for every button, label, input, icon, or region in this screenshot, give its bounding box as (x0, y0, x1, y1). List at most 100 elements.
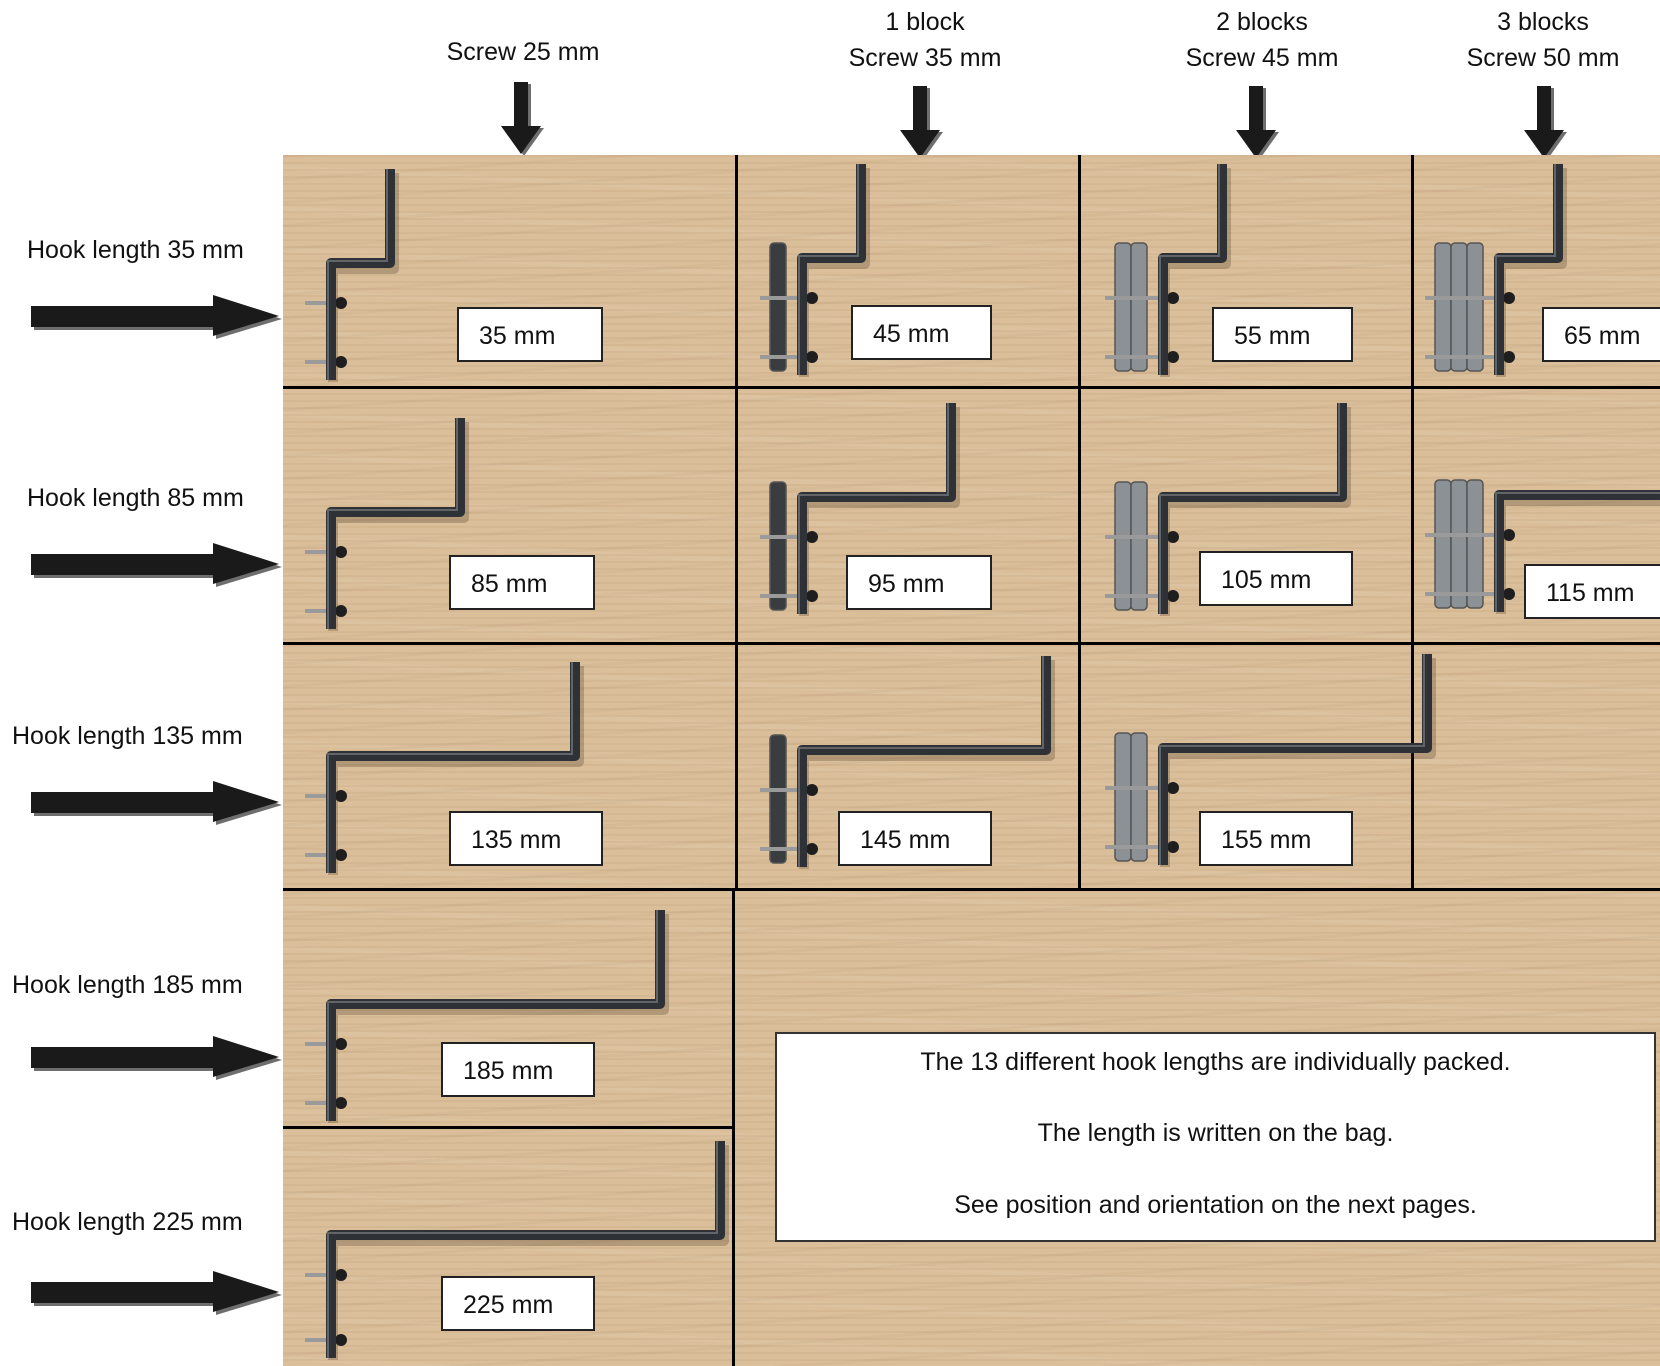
hook-length-label: 185 mm (441, 1042, 595, 1097)
screw-head (335, 605, 347, 617)
screw-head (335, 297, 347, 309)
hook-highlight (327, 169, 388, 380)
spacer-block (1114, 242, 1132, 372)
spacer-block (1130, 242, 1148, 372)
column-header-1-block: 1 block Screw 35 mm (825, 4, 1025, 76)
hook-image (1425, 164, 1567, 377)
right-arrow-icon (31, 295, 282, 339)
hook-length-label: 135 mm (449, 811, 603, 866)
hook-length-label: 55 mm (1212, 307, 1353, 362)
hook-image (305, 910, 669, 1123)
hook-bar (1494, 490, 1660, 612)
hook-bar (1494, 164, 1563, 375)
column-header-line1: 3 blocks (1497, 8, 1589, 36)
spacer-block (769, 242, 787, 372)
hook-highlight (798, 403, 949, 614)
screw-head (335, 1097, 347, 1109)
row-label-hook-35: Hook length 35 mm (27, 236, 244, 264)
spacer-block (1450, 242, 1468, 372)
info-line-bag: The length is written on the bag. (1037, 1119, 1394, 1147)
row-label-hook-225: Hook length 225 mm (12, 1208, 243, 1236)
column-header-line1: 2 blocks (1216, 8, 1308, 36)
hook-highlight (1159, 654, 1425, 865)
hook-length-label: 145 mm (838, 811, 992, 866)
spacer-block (1466, 479, 1484, 609)
hook-bar (797, 403, 956, 614)
hook-bar (326, 1141, 725, 1358)
down-arrow-icon (900, 86, 943, 160)
screw-head (1503, 529, 1515, 541)
spacer-block (769, 481, 787, 611)
hook-bar (797, 656, 1051, 867)
info-note-box: The 13 different hook lengths are indivi… (775, 1032, 1656, 1242)
column-header-line2: Screw 50 mm (1466, 44, 1620, 72)
screw-head (1503, 588, 1515, 600)
row-label-hook-185: Hook length 185 mm (12, 971, 243, 999)
screw-head (1167, 531, 1179, 543)
screw-head (335, 356, 347, 368)
screw-head (806, 531, 818, 543)
screw-head (335, 1269, 347, 1281)
hook-length-label: 155 mm (1199, 811, 1353, 866)
grid-divider (735, 155, 738, 891)
hook-image (760, 403, 960, 616)
screw-head (1167, 590, 1179, 602)
hook-highlight (1159, 164, 1220, 375)
column-header-3-blocks: 3 blocks Screw 50 mm (1443, 4, 1643, 76)
hook-length-label: 115 mm (1524, 564, 1660, 619)
hook-highlight (327, 1141, 718, 1358)
hook-length-label: 95 mm (846, 555, 992, 610)
hook-image (305, 418, 469, 631)
hook-highlight (1159, 403, 1340, 614)
hook-highlight (798, 656, 1044, 867)
hook-image (1105, 403, 1351, 616)
hook-image (305, 1141, 729, 1360)
grid-divider (1411, 155, 1414, 891)
down-arrow-icon (501, 82, 544, 156)
hook-highlight (798, 164, 859, 375)
spacer-block (769, 734, 787, 864)
hook-highlight (327, 418, 458, 629)
screw-head (1503, 351, 1515, 363)
hook-length-label: 225 mm (441, 1276, 595, 1331)
screw-head (335, 546, 347, 558)
grid-divider (283, 642, 1660, 645)
grid-divider (283, 386, 1660, 389)
right-arrow-icon (31, 1271, 282, 1315)
hook-highlight (1495, 492, 1660, 612)
screw-head (806, 843, 818, 855)
spacer-block (1450, 479, 1468, 609)
screw-head (1167, 292, 1179, 304)
row-label-hook-135: Hook length 135 mm (12, 722, 243, 750)
down-arrow-icon (1236, 86, 1279, 160)
spacer-block (1114, 732, 1132, 862)
screw-head (1503, 292, 1515, 304)
right-arrow-icon (31, 1036, 282, 1080)
screw-head (1167, 351, 1179, 363)
screw-head (1167, 841, 1179, 853)
screw-head (806, 590, 818, 602)
hook-image (760, 164, 870, 377)
hook-bar (326, 910, 665, 1121)
hook-length-label: 105 mm (1199, 551, 1353, 606)
hook-image (1105, 164, 1231, 377)
screw-head (1167, 782, 1179, 794)
info-line-packed: The 13 different hook lengths are indivi… (920, 1048, 1511, 1076)
column-header-screw-25: Screw 25 mm (423, 34, 623, 70)
column-header-line2: Screw 25 mm (446, 38, 600, 66)
hook-image (305, 169, 399, 382)
spacer-block (1434, 242, 1452, 372)
screw-head (335, 1334, 347, 1346)
hook-image (305, 662, 584, 875)
column-header-2-blocks: 2 blocks Screw 45 mm (1162, 4, 1362, 76)
hook-bar (326, 662, 580, 873)
grid-divider (283, 1126, 735, 1129)
grid-divider (283, 888, 1660, 891)
grid-divider (1078, 155, 1081, 891)
spacer-block (1434, 479, 1452, 609)
hook-highlight (327, 910, 658, 1121)
column-header-line2: Screw 35 mm (848, 44, 1002, 72)
row-label-hook-85: Hook length 85 mm (27, 484, 244, 512)
screw-head (335, 790, 347, 802)
screw-head (335, 849, 347, 861)
